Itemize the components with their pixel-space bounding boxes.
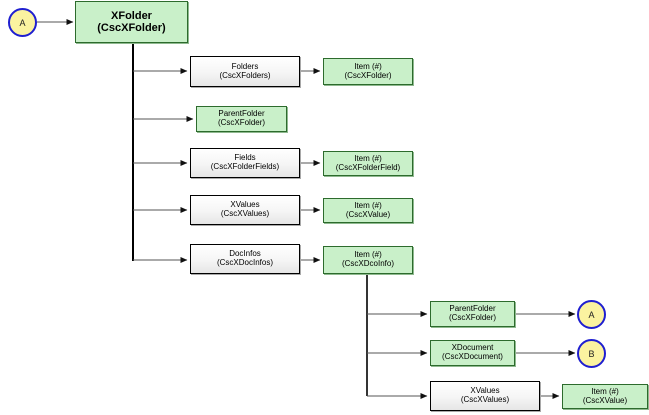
- node-xvalues: XValues (CscXValues): [190, 195, 300, 225]
- node-name: DocInfos: [229, 249, 261, 259]
- node-name: Folders: [231, 61, 259, 71]
- node-type: (CscXValues): [460, 395, 510, 404]
- node-type: (CscXFolderField): [335, 162, 401, 172]
- node-type: (CscXFolder): [344, 70, 392, 80]
- node-name: XFolder: [111, 9, 152, 22]
- node-docinfos: DocInfos (CscXDocInfos): [190, 244, 300, 274]
- connector-circle-exit-a: A: [577, 300, 606, 329]
- node-type: (CscXFolders): [219, 70, 271, 80]
- node-name: Item (#): [354, 250, 382, 260]
- node-name: XDocument: [451, 343, 494, 353]
- node-type: (CscXFolder): [97, 22, 166, 34]
- connector-circle-exit-b: B: [577, 339, 606, 368]
- node-name: XValues: [470, 386, 500, 396]
- node-name: Item (#): [354, 200, 382, 210]
- node-doc-xvalues: XValues (CscXValues): [430, 381, 540, 411]
- node-folders-item: Item (#) (CscXFolder): [323, 58, 413, 85]
- node-name: Item (#): [354, 61, 382, 71]
- node-doc-xdocument: XDocument (CscXDocument): [430, 340, 515, 366]
- node-name: ParentFolder: [218, 109, 265, 119]
- node-fields: Fields (CscXFolderFields): [190, 148, 300, 178]
- node-parentfolder: ParentFolder (CscXFolder): [196, 106, 287, 132]
- node-type: (CscXFolder): [217, 118, 266, 127]
- connector-label: B: [588, 348, 595, 359]
- node-name: ParentFolder: [449, 304, 496, 314]
- node-type: (CscXValue): [345, 209, 391, 219]
- node-fields-item: Item (#) (CscXFolderField): [323, 151, 413, 176]
- node-type: (CscXValues): [220, 209, 270, 218]
- node-name: XValues: [230, 200, 260, 210]
- node-xvalues-item: Item (#) (CscXValue): [323, 198, 413, 223]
- node-type: (CscXValue): [582, 395, 628, 405]
- node-xfolder-root: XFolder (CscXFolder): [75, 1, 188, 43]
- node-docinfos-item: Item (#) (CscXDcoInfo): [323, 246, 413, 274]
- node-type: (CscXFolderFields): [210, 162, 280, 171]
- node-name: Item (#): [354, 153, 382, 163]
- connector-circle-entry-a: A: [8, 8, 37, 37]
- node-type: (CscXDcoInfo): [341, 259, 394, 268]
- node-type: (CscXFolder): [448, 313, 497, 322]
- connector-label: A: [588, 309, 595, 320]
- node-doc-parentfolder: ParentFolder (CscXFolder): [430, 301, 515, 327]
- node-folders: Folders (CscXFolders): [190, 56, 300, 87]
- node-name: Fields: [234, 153, 256, 163]
- node-doc-xvalues-item: Item (#) (CscXValue): [562, 384, 648, 409]
- node-type: (CscXDocInfos): [216, 258, 273, 267]
- node-type: (CscXDocument): [442, 352, 503, 361]
- connector-label: A: [19, 17, 26, 28]
- node-name: Item (#): [591, 386, 619, 396]
